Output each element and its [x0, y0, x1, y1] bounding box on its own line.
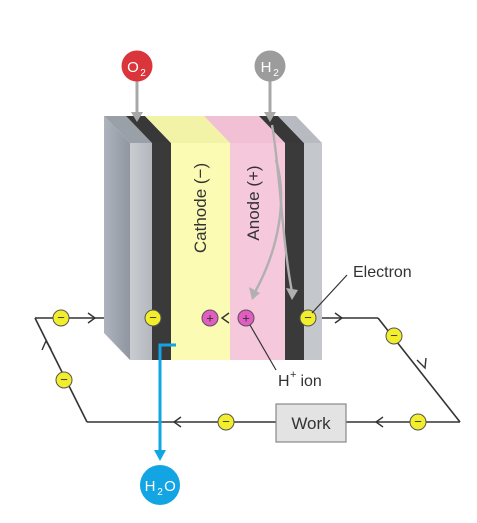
chevron-left-icon [172, 416, 182, 428]
top-face-electrode-left [126, 116, 171, 143]
top-face-plate-right [278, 116, 322, 143]
circuit-direction-arrows [41, 312, 427, 428]
electron: − [55, 371, 73, 389]
work-load: Work [275, 403, 347, 443]
cathode-label: Cathode (−) [191, 163, 210, 253]
h-ion-charge: + [290, 369, 296, 381]
proton-sign: + [206, 311, 214, 326]
water-symbol-h: H [145, 478, 156, 495]
electron: − [144, 309, 162, 327]
electron-sign: − [149, 310, 157, 325]
chevron-left-icon [220, 312, 230, 324]
hydrogen-flow-curves [249, 124, 298, 300]
electron-sign: − [414, 414, 422, 429]
hydrogen-symbol: H [261, 59, 272, 76]
side-face [104, 116, 130, 360]
front-plate-right [304, 143, 322, 360]
proton: + [237, 309, 255, 327]
proton: + [201, 309, 219, 327]
water-outflow-arrow [154, 343, 176, 461]
electrons: − − − − − − − [52, 309, 427, 431]
anode-label: Anode (+) [244, 165, 263, 240]
top-face-electrode-right [259, 116, 304, 143]
front-electrode-left [152, 143, 171, 360]
water-bubble: H 2 O [140, 465, 180, 505]
hydrogen-inflow-arrow [264, 80, 276, 122]
front-electrode-right [285, 143, 304, 360]
electron: − [409, 413, 427, 431]
h-ion-symbol: H [278, 373, 290, 390]
electron: − [52, 309, 70, 327]
cathode-layer [171, 143, 230, 360]
top-face-anode [204, 116, 285, 143]
oxygen-bubble: O 2 [121, 50, 153, 82]
electron-sign: − [60, 372, 68, 387]
electron-sign: − [57, 310, 65, 325]
chevron-right-icon [334, 312, 344, 324]
h-ion-word: ion [296, 373, 322, 390]
hydrogen-bubble: H 2 [254, 50, 286, 82]
oxygen-inflow-arrow [131, 80, 143, 122]
anode-layer [230, 143, 285, 360]
proton-sign: + [242, 311, 250, 326]
water-subscript: 2 [157, 487, 163, 498]
electron-label: Electron [353, 264, 412, 281]
chevron-down-icon [416, 357, 427, 370]
protons: + + [201, 309, 255, 327]
electron: − [385, 327, 403, 345]
electron-sign: − [222, 414, 230, 429]
top-face-cathode [145, 116, 230, 143]
front-plate-left [130, 143, 152, 360]
h-ion-callout-line [249, 324, 277, 371]
oxygen-symbol: O [127, 59, 139, 76]
h-ion-label: H + ion [278, 369, 322, 390]
top-face-plate-left [104, 116, 152, 143]
oxygen-subscript: 2 [140, 68, 146, 79]
chevron-left-icon [374, 416, 384, 428]
electron: − [217, 413, 235, 431]
work-label: Work [291, 414, 331, 433]
electron-sign: − [304, 310, 312, 325]
electron-sign: − [390, 328, 398, 343]
electron-callout-line [311, 274, 348, 314]
chevron-up-icon [41, 339, 52, 351]
hydrogen-subscript: 2 [273, 68, 279, 79]
fuel-cell [104, 116, 322, 360]
chevron-right-icon [87, 312, 97, 324]
electron: − [299, 309, 317, 327]
water-symbol-o: O [164, 478, 176, 495]
